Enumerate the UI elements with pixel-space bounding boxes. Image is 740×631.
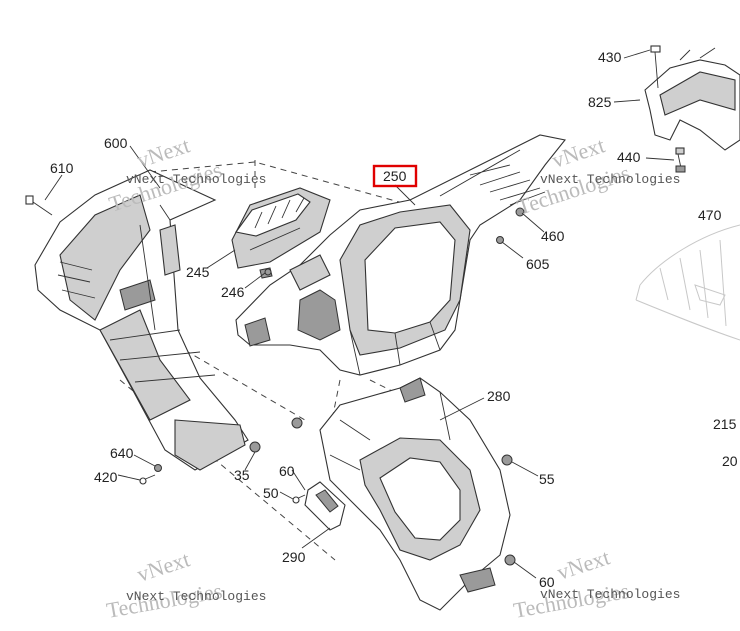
callout-245: 245 xyxy=(186,264,210,280)
callout-35: 35 xyxy=(234,467,250,483)
callout-605: 605 xyxy=(526,256,550,272)
callout-290: 290 xyxy=(282,549,306,565)
callout-60-lower: 60 xyxy=(539,574,555,590)
callout-60-upper: 60 xyxy=(279,463,295,479)
leader-lines xyxy=(44,49,675,579)
watermark-full-2: vNext Technologies xyxy=(540,172,680,187)
callout-280: 280 xyxy=(487,388,511,404)
callout-640: 640 xyxy=(110,445,134,461)
part-825-top-frame xyxy=(644,47,740,151)
callout-labels: 600 610 430 825 440 250 460 605 470 245 … xyxy=(50,49,738,590)
watermark-full-3: vNext Technologies xyxy=(126,589,266,604)
callout-460: 460 xyxy=(541,228,565,244)
watermark-full-4: vNext Technologies xyxy=(540,587,680,602)
callout-610: 610 xyxy=(50,160,74,176)
watermark-brand-top-3: vNext xyxy=(134,546,193,586)
fasteners xyxy=(25,45,686,566)
part-600-left-panel xyxy=(34,169,249,471)
callout-470: 470 xyxy=(698,207,722,223)
callout-55: 55 xyxy=(539,471,555,487)
callout-246: 246 xyxy=(221,284,245,300)
callout-50: 50 xyxy=(263,485,279,501)
highlight-box-250 xyxy=(372,164,418,188)
callout-600: 600 xyxy=(104,135,128,151)
callout-215: 215 xyxy=(713,416,737,432)
callout-420: 420 xyxy=(94,469,118,485)
watermark-full-1: vNext Technologies xyxy=(126,172,266,187)
part-290-plate xyxy=(304,481,346,531)
part-250-center-frame xyxy=(235,134,566,376)
part-280-lower-frame xyxy=(319,377,511,611)
ghost-body-panel xyxy=(635,224,740,341)
callout-430: 430 xyxy=(598,49,622,65)
watermark-brand-top-4: vNext xyxy=(554,544,613,584)
callout-825: 825 xyxy=(588,94,612,110)
callout-440: 440 xyxy=(617,149,641,165)
callout-20: 20 xyxy=(722,453,738,469)
callout-250: 250 xyxy=(383,168,407,184)
